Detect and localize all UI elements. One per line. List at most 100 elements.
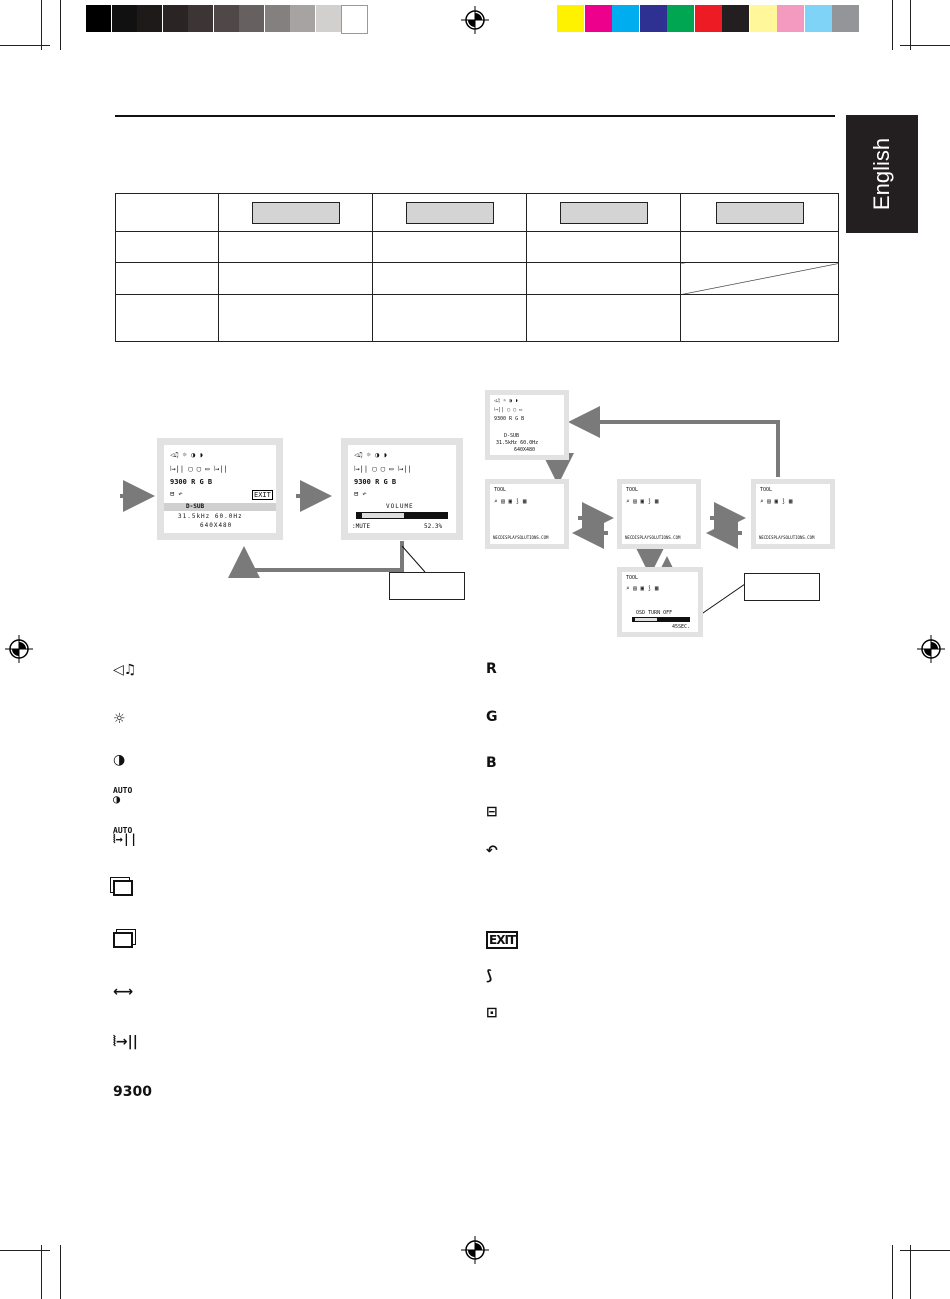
osd-resolution: 640X480 (514, 447, 536, 453)
registration-mark-top (461, 6, 489, 34)
tool-icon: ⊟ (486, 804, 498, 820)
table-cell (115, 294, 219, 342)
grayscale-swatch (239, 5, 264, 32)
fine-icon: ⦚→|| (113, 1034, 138, 1050)
grayscale-swatch (341, 5, 368, 34)
factory-preset-icon: ↶ (486, 843, 498, 859)
osd-icon-row-2: ⦚→|| ▢ ▢ ▭ ⦚→|| (170, 465, 228, 473)
osd-mute-label: :MUTE (352, 523, 371, 530)
table-cell (680, 294, 839, 342)
osd-icon-row-3: 9300 R G B (494, 416, 525, 422)
table-header-cell (680, 193, 839, 232)
osd-flow-connectors (120, 406, 780, 625)
table-header-cell (372, 193, 527, 232)
osd-volume-title: VOLUME (386, 503, 414, 510)
brightness-icon: ☼ (113, 711, 126, 727)
table-header-cell (115, 193, 219, 232)
grayscale-swatch (213, 5, 239, 32)
turn-off-slider[interactable] (632, 617, 690, 622)
osd-tool-title: TOOL (626, 487, 639, 493)
table-cell (218, 231, 373, 263)
table-cell (372, 294, 527, 342)
color-9300-icon: 9300 (113, 1084, 152, 1100)
registration-mark-bottom (461, 1236, 489, 1264)
osd-main-menu: ◁♫ ☼ ◑ ◗ ⦚→|| ▢ ▢ ▭ ⦚→|| 9300 R G B ⊟ ↶ … (157, 438, 283, 540)
osd-tool-title: TOOL (626, 575, 639, 581)
table-cell (218, 294, 373, 342)
color-swatch (804, 5, 832, 32)
color-swatch (612, 5, 639, 32)
color-swatch (584, 5, 612, 32)
key-button-4 (715, 201, 804, 224)
osd-tool-icons: ⌕ ▤ ▣ ⟆ ▦ (760, 498, 793, 505)
osd-exit-icon: EXIT (252, 490, 273, 500)
volume-slider-fill (362, 513, 404, 518)
color-swatch (722, 5, 749, 32)
osd-turn-off-label: OSD TURN OFF (636, 610, 673, 616)
color-swatch (749, 5, 777, 32)
color-swatch (557, 5, 584, 32)
osd-icon-row-1: ◁♫ ☼ ◑ ◗ (354, 451, 388, 459)
osd-url: NECDISPLAYSOLUTIONS.COM (493, 535, 549, 540)
osd-icon-row-1: ◁♫ ☼ ◑ ◗ (494, 398, 519, 404)
osd-resolution: 640X480 (200, 522, 233, 529)
osd-frequency: 31.5kHz 60.0Hz (496, 440, 539, 446)
red-icon: R (486, 661, 497, 677)
table-cell (372, 231, 527, 263)
exit-icon: EXIT (486, 931, 519, 949)
key-function-table (115, 193, 839, 342)
table-header-cell (218, 193, 373, 232)
osd-turn-off-menu: TOOL ⌕ ▤ ▣ ⟆ ▦ OSD TURN OFF 45SEC. (617, 567, 703, 637)
osd-frequency: 31.5kHz 60.0Hz (178, 513, 243, 520)
table-cell-na (680, 262, 839, 295)
table-cell (526, 231, 681, 263)
osd-url: NECDISPLAYSOLUTIONS.COM (759, 535, 815, 540)
color-swatch (777, 5, 804, 32)
turn-off-slider-fill (635, 618, 657, 621)
table-cell (680, 231, 839, 263)
language-tab-label: English (869, 137, 894, 211)
table-cell (218, 262, 373, 295)
grayscale-swatch (315, 5, 341, 32)
osd-url: NECDISPLAYSOLUTIONS.COM (625, 535, 681, 540)
registration-mark-right (917, 635, 945, 663)
grayscale-swatch (162, 5, 188, 32)
osd-icon-row-4: ⊟ ↶ (354, 490, 367, 498)
header-rule (115, 115, 835, 117)
color-swatch (667, 5, 694, 32)
osd-main-menu-small: ◁♫ ☼ ◑ ◗ ⦚→|| ▢ ▢ ▭ 9300 R G B D-SUB 31.… (485, 390, 569, 460)
language-icon: ⟆ (486, 968, 493, 984)
osd-icon-row-2: ⦚→|| ▢ ▢ ▭ ⦚→|| (354, 465, 412, 473)
table-cell (526, 294, 681, 342)
key-button-1 (251, 201, 340, 224)
green-icon: G (486, 709, 498, 725)
color-swatch (832, 5, 859, 32)
volume-slider[interactable] (356, 512, 448, 519)
osd-tool-icons: ⌕ ▤ ▣ ⟆ ▦ (626, 498, 659, 505)
color-swatch (694, 5, 722, 32)
key-button-3 (559, 201, 648, 224)
osd-icon-row-1: ◁♫ ☼ ◑ ◗ (170, 451, 204, 459)
grayscale-swatch (264, 5, 290, 32)
osd-tool-menu-2: TOOL ⌕ ▤ ▣ ⟆ ▦ NECDISPLAYSOLUTIONS.COM (617, 479, 701, 549)
grayscale-swatch (137, 5, 162, 32)
osd-turn-off-icon: ⊡ (486, 1005, 498, 1021)
osd-info-bar (164, 503, 276, 511)
left-right-icon (113, 880, 133, 896)
osd-volume-menu: ◁♫ ☼ ◑ ◗ ⦚→|| ▢ ▢ ▭ ⦚→|| 9300 R G B ⊟ ↶ … (341, 438, 463, 540)
key-button-2 (405, 201, 494, 224)
table-cell (372, 262, 527, 295)
osd-icon-row-4: ⊟ ↶ (170, 490, 183, 498)
table-cell (526, 262, 681, 295)
grayscale-swatch (188, 5, 213, 32)
osd-tool-icons: ⌕ ▤ ▣ ⟆ ▦ (494, 498, 527, 505)
osd-turn-off-seconds: 45SEC. (672, 624, 691, 630)
registration-mark-left (5, 635, 33, 663)
language-tab: English (846, 115, 918, 233)
volume-music-icon: ◁♫ (113, 662, 137, 678)
grayscale-swatch (290, 5, 315, 32)
h-size-icon: ⟷ (113, 984, 134, 1000)
table-cell (115, 231, 219, 263)
auto-contrast-icon: AUTO◑ (113, 786, 133, 806)
table-cell (115, 262, 219, 295)
